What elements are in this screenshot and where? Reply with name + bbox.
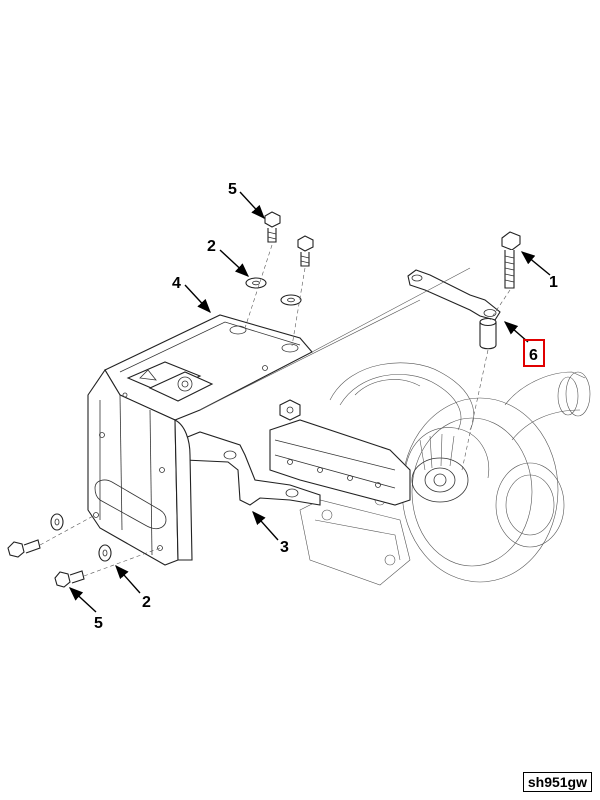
capscrew-2nd-top bbox=[297, 235, 314, 267]
washer-2-bottom bbox=[50, 513, 112, 562]
callout-5-top: 5 bbox=[228, 181, 237, 198]
heat-shield-link bbox=[407, 269, 501, 350]
callout-3: 3 bbox=[280, 539, 289, 556]
callout-4: 4 bbox=[172, 275, 181, 292]
capscrew-5-top bbox=[264, 211, 281, 243]
bracket-arm bbox=[179, 431, 321, 506]
washer-2-top bbox=[245, 277, 302, 306]
callout-1: 1 bbox=[549, 274, 558, 291]
turbo-support-bracket bbox=[269, 399, 411, 506]
callout-2-top: 2 bbox=[207, 238, 216, 255]
capscrew-1 bbox=[501, 231, 521, 289]
figure-id-label: sh951gw bbox=[522, 772, 592, 792]
capscrew-5-bottom-left bbox=[7, 539, 41, 558]
alignment-lines bbox=[39, 244, 511, 577]
shield-bracket bbox=[87, 314, 313, 566]
leader-lines bbox=[68, 191, 551, 613]
callout-6-highlight-box bbox=[523, 339, 545, 367]
capscrew-5-bottom bbox=[54, 570, 85, 588]
callout-6: 6 bbox=[529, 347, 538, 364]
turbocharger bbox=[299, 362, 591, 586]
callout-2-bottom: 2 bbox=[142, 594, 151, 611]
callout-5-bottom: 5 bbox=[94, 615, 103, 632]
